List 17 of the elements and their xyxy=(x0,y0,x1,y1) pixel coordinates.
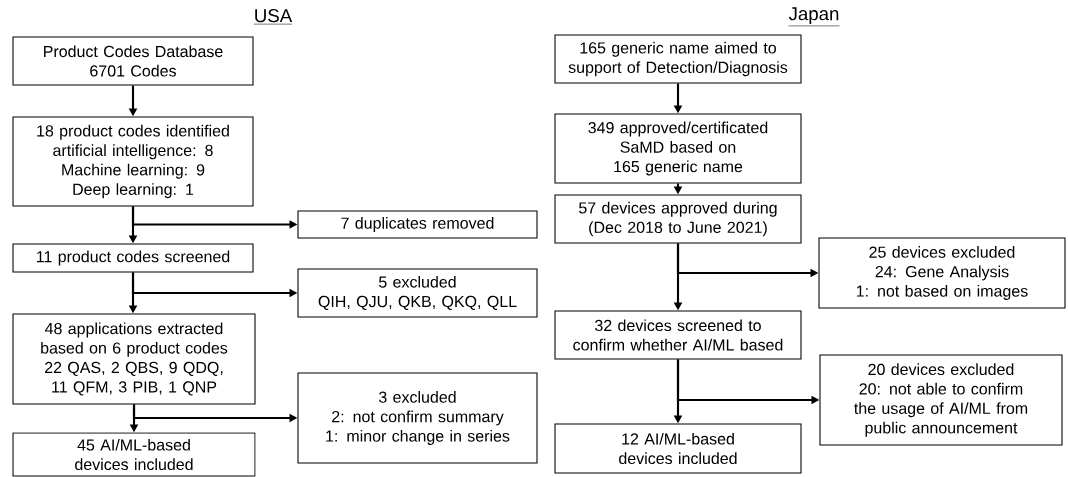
process-box: 165 generic name aimed to support of Detection/Diagnosis xyxy=(554,34,802,84)
process-box: 18 product codes identified artificial intelligence: 8 Machine learning: 9 Deep learning: 1 xyxy=(12,116,254,207)
process-box: 11 product codes screened xyxy=(12,243,254,273)
process-box: Product Codes Database 6701 Codes xyxy=(12,36,254,86)
column-heading: USA xyxy=(253,9,293,25)
process-box: 20 devices excluded 20: not able to confirm the usage of AI/ML from public announcement xyxy=(819,354,1063,446)
process-box: 45 AI/ML-based devices included xyxy=(12,432,256,477)
column-heading: Japan xyxy=(788,7,840,27)
process-box: 7 duplicates removed xyxy=(297,210,538,239)
process-box: 12 AI/ML-based devices included xyxy=(554,423,802,474)
process-box: 25 devices excluded 24: Gene Analysis 1: not based on images xyxy=(818,237,1066,309)
process-box: 32 devices screened to confirm whether AI/ML based xyxy=(554,310,802,360)
process-box: 3 excluded 2: not confirm summary 1: minor change in series xyxy=(297,372,538,464)
process-box: 57 devices approved during (Dec 2018 to June 2021) xyxy=(554,194,802,244)
process-box: 349 approved/certificated SaMD based on 165 generic name xyxy=(554,113,802,184)
process-box: 48 applications extracted based on 6 product codes 22 QAS, 2 QBS, 9 QDQ, 11 QFM, 3 PIB, 1 QNP xyxy=(12,313,256,405)
process-box: 5 excluded QIH, QJU, QKB, QKQ, QLL xyxy=(297,268,538,318)
